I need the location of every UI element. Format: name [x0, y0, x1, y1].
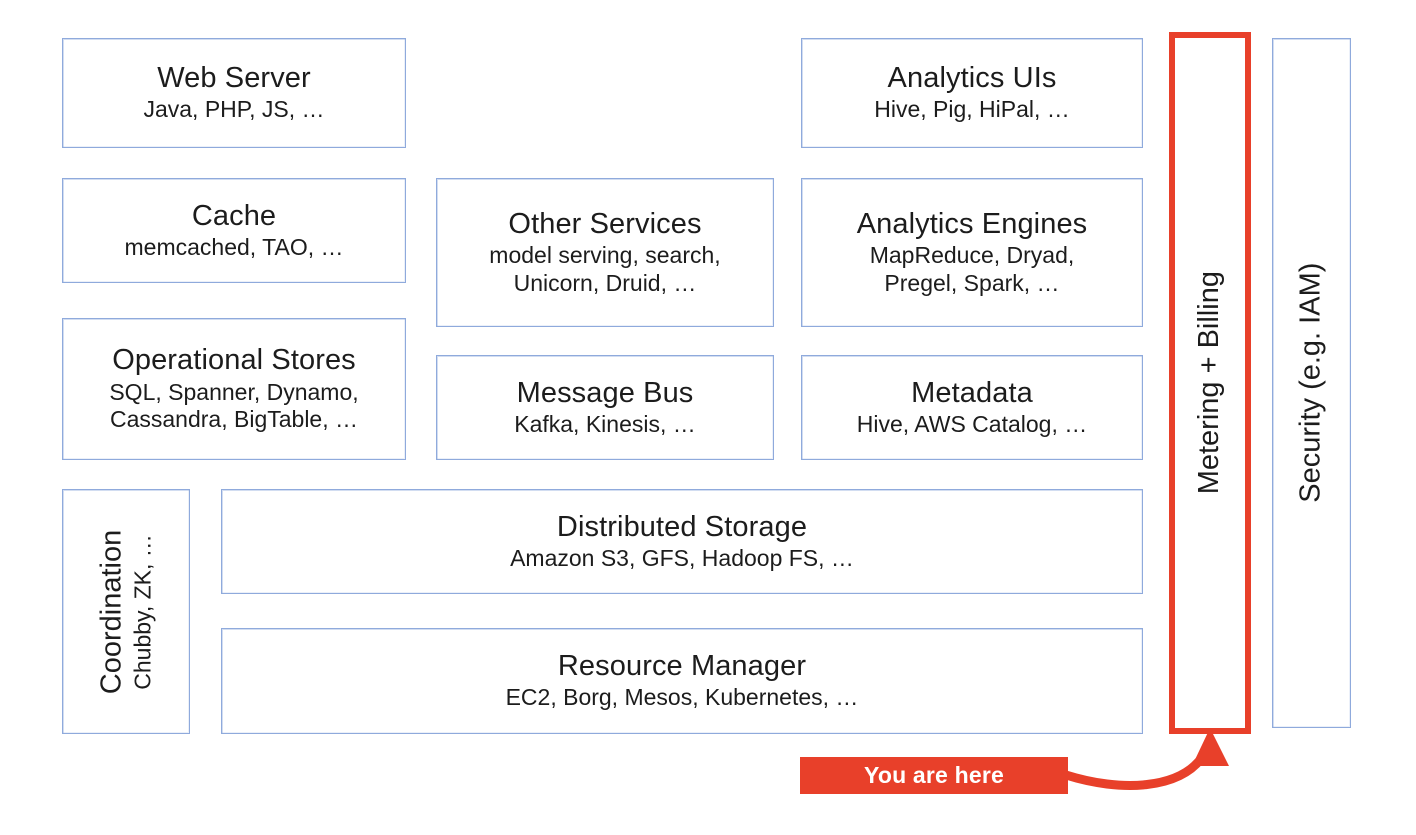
box-subtitle: memcached, TAO, … — [124, 233, 344, 260]
box-subtitle: Amazon S3, GFS, Hadoop FS, … — [510, 544, 854, 571]
box-title: Metering + Billing — [1193, 271, 1226, 495]
box-web-server[interactable]: Web Server Java, PHP, JS, … — [62, 38, 406, 148]
metering-billing-rotated-label: Metering + Billing — [1193, 271, 1226, 494]
box-subtitle: EC2, Borg, Mesos, Kubernetes, … — [505, 684, 859, 711]
box-coordination[interactable]: Coordination Chubby, ZK, … — [62, 489, 190, 734]
box-analytics-engines[interactable]: Analytics Engines MapReduce, Dryad, Preg… — [801, 178, 1143, 327]
you-are-here-arrow-icon — [1061, 728, 1229, 790]
box-subtitle: Chubby, ZK, … — [129, 533, 156, 690]
box-other-services[interactable]: Other Services model serving, search, Un… — [436, 178, 774, 327]
box-message-bus[interactable]: Message Bus Kafka, Kinesis, … — [436, 355, 774, 460]
box-title: Analytics Engines — [856, 207, 1088, 240]
box-security[interactable]: Security (e.g. IAM) — [1272, 38, 1351, 728]
box-title: Security (e.g. IAM) — [1294, 262, 1327, 504]
box-title: Operational Stores — [112, 344, 356, 377]
box-title: Web Server — [157, 62, 311, 95]
box-operational-stores[interactable]: Operational Stores SQL, Spanner, Dynamo,… — [62, 318, 406, 460]
box-metadata[interactable]: Metadata Hive, AWS Catalog, … — [801, 355, 1143, 460]
security-rotated-label: Security (e.g. IAM) — [1295, 263, 1328, 503]
box-subtitle: model serving, search, Unicorn, Druid, … — [489, 242, 721, 296]
box-title: Cache — [191, 199, 277, 232]
box-analytics-uis[interactable]: Analytics UIs Hive, Pig, HiPal, … — [801, 38, 1143, 148]
box-subtitle: MapReduce, Dryad, Pregel, Spark, … — [869, 242, 1075, 296]
box-title: Metadata — [911, 376, 1033, 409]
box-title: Resource Manager — [557, 650, 807, 683]
box-subtitle: Hive, AWS Catalog, … — [856, 410, 1088, 437]
box-subtitle: Hive, Pig, HiPal, … — [874, 96, 1070, 123]
box-title: Distributed Storage — [556, 510, 808, 543]
box-title: Other Services — [508, 207, 702, 240]
you-are-here-label: You are here — [863, 762, 1005, 788]
box-subtitle: Kafka, Kinesis, … — [514, 410, 696, 437]
box-title: Message Bus — [516, 376, 694, 409]
box-distributed-storage[interactable]: Distributed Storage Amazon S3, GFS, Hado… — [221, 489, 1143, 594]
box-subtitle: SQL, Spanner, Dynamo, Cassandra, BigTabl… — [109, 378, 359, 433]
box-metering-billing[interactable]: Metering + Billing — [1169, 32, 1251, 734]
box-resource-manager[interactable]: Resource Manager EC2, Borg, Mesos, Kuber… — [221, 628, 1143, 734]
box-cache[interactable]: Cache memcached, TAO, … — [62, 178, 406, 283]
box-subtitle: Java, PHP, JS, … — [143, 96, 325, 123]
you-are-here-banner[interactable]: You are here — [800, 757, 1068, 794]
box-title: Analytics UIs — [887, 62, 1057, 95]
box-title: Coordination — [95, 529, 128, 694]
coordination-rotated-label: Coordination Chubby, ZK, … — [95, 529, 157, 693]
